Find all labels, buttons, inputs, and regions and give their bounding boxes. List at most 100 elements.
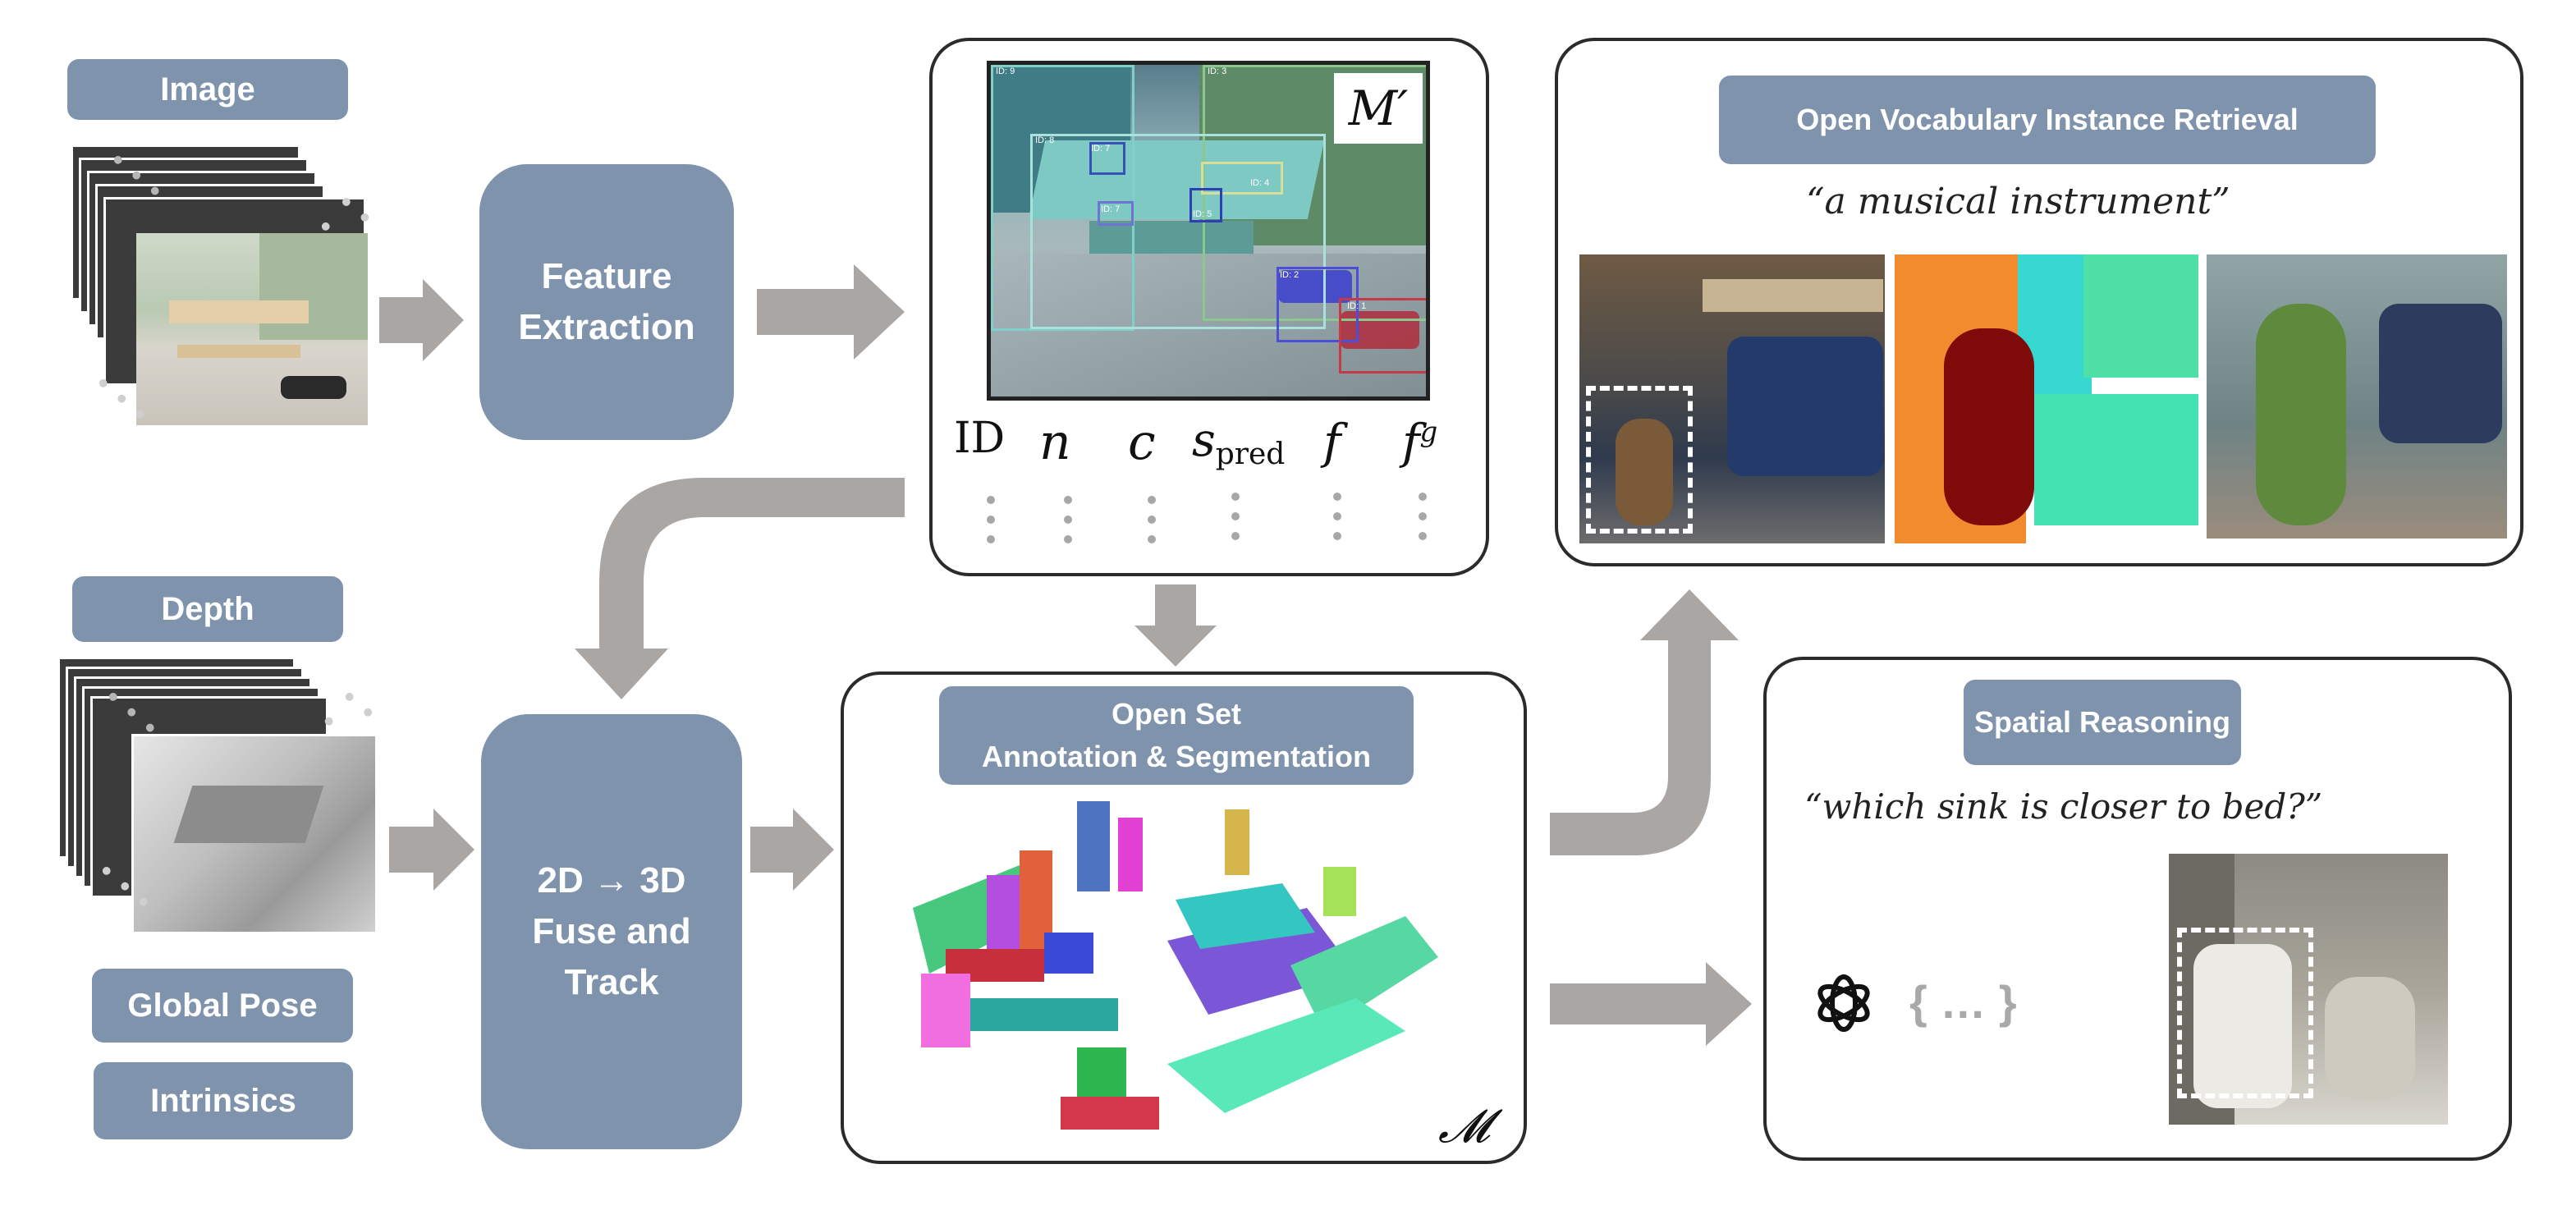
col-id-dots <box>987 496 995 543</box>
seg-block-9 <box>1323 867 1356 916</box>
depth-label: Depth <box>72 576 343 642</box>
scene-table-shelf <box>1089 221 1254 254</box>
detection-panel: ID: 9 ID: 3 ID: 8 ID: 7 ID: 4 ID: 7 ID: … <box>929 38 1489 576</box>
bbox-2 <box>1277 267 1359 342</box>
bbox-id-3: ID: 3 <box>1208 66 1227 76</box>
arrow-depth-to-fuse <box>389 809 474 891</box>
col-id: ID <box>954 414 1006 463</box>
feature-extraction-label: Feature Extraction <box>518 256 695 347</box>
rgb-shoes <box>281 376 346 399</box>
bbox-1 <box>1339 298 1426 374</box>
bbox-id-9: ID: 9 <box>996 66 1015 76</box>
seg-block-3 <box>1118 818 1143 891</box>
retrieval-title: Open Vocabulary Instance Retrieval <box>1719 76 2376 164</box>
retrieval-rgb-image <box>1579 254 1885 543</box>
col-f: f <box>1323 414 1341 470</box>
seg2-mint <box>2034 394 2198 525</box>
m-symbol: 𝓜 <box>1438 1100 1490 1153</box>
col-fg-superscript: g <box>1419 415 1438 449</box>
feature-extraction-block: Feature Extraction <box>479 164 734 440</box>
arrow-detections-to-fuse <box>575 478 905 699</box>
seg-block-7 <box>1077 1047 1126 1105</box>
rgb-chair <box>1727 337 1883 476</box>
segmentation-title-line1: Open Set <box>1111 697 1242 731</box>
bbox-id-2: ID: 2 <box>1280 270 1299 280</box>
seg2-green <box>2083 254 2198 378</box>
col-n: n <box>1039 414 1071 471</box>
bbox-7b <box>1098 201 1134 226</box>
intrinsics-label: Intrinsics <box>94 1062 353 1139</box>
col-f-dots <box>1333 493 1341 540</box>
col-fg-symbol: f <box>1402 414 1420 470</box>
bbox-id-7a: ID: 7 <box>1091 144 1111 154</box>
answer-dashed-box <box>2177 928 2313 1098</box>
seg-block-12 <box>1044 933 1093 974</box>
depth-frame <box>131 734 378 934</box>
arrow-detections-to-seg <box>1134 584 1217 667</box>
col-fg-dots <box>1419 493 1427 540</box>
arrow-image-to-feature <box>379 279 464 361</box>
llm-logo-icon <box>1817 974 1870 1032</box>
bbox-7a <box>1089 142 1125 175</box>
fuse-track-line3: Track <box>564 962 659 1002</box>
bbox-8 <box>1030 134 1326 329</box>
retrieval-seg-image <box>1895 254 2198 543</box>
bbox-id-5: ID: 5 <box>1193 209 1212 219</box>
reasoning-braces: { … } <box>1909 976 2017 1028</box>
seg-wall-front <box>1167 998 1405 1113</box>
fuse-track-block: 2D → 3D Fuse and Track <box>481 714 742 1149</box>
retrieval-highlight-image <box>2207 254 2507 539</box>
hl-chair <box>2379 304 2502 443</box>
bbox-id-4: ID: 4 <box>1250 178 1270 188</box>
arrow-seg-to-retrieval <box>1550 589 1739 855</box>
m-prime-box: M′ <box>1334 73 1423 144</box>
rgb-shelf <box>1703 279 1883 312</box>
rgb-dashed-box <box>1586 386 1693 534</box>
detection-scene-image: ID: 9 ID: 3 ID: 8 ID: 7 ID: 4 ID: 7 ID: … <box>987 61 1430 401</box>
reasoning-title: Spatial Reasoning <box>1964 680 2241 765</box>
scene-shoe-blue <box>1278 270 1352 303</box>
global-pose-label: Global Pose <box>92 969 353 1043</box>
depth-stack: • • • • • • • • • <box>57 657 386 936</box>
depth-table-shape <box>173 786 324 843</box>
answer-sink <box>2193 944 2292 1108</box>
col-s-dots <box>1231 493 1240 540</box>
image-stack: • • • • • • • • • <box>67 144 381 432</box>
reasoning-panel: Spatial Reasoning “which sink is closer … <box>1763 657 2512 1161</box>
segmentation-title: Open Set Annotation & Segmentation <box>939 686 1414 785</box>
seg-block-11 <box>921 974 970 1047</box>
scene-shoe-red <box>1341 311 1419 349</box>
bbox-id-8: ID: 8 <box>1035 135 1055 145</box>
segmentation-panel: Open Set Annotation & Segmentation 𝓜 <box>841 671 1527 1164</box>
rgb-frame <box>136 233 368 425</box>
segmentation-title-line2: Annotation & Segmentation <box>982 740 1371 773</box>
rgb-table-top <box>169 300 309 323</box>
image-label: Image <box>67 59 348 120</box>
bbox-5 <box>1189 188 1222 222</box>
fuse-track-line2: Fuse and <box>532 911 691 951</box>
arrow-fuse-to-seg <box>750 809 834 891</box>
bbox-id-7b: ID: 7 <box>1101 204 1121 214</box>
retrieval-panel: Open Vocabulary Instance Retrieval “a mu… <box>1555 38 2523 566</box>
arrow-feature-to-detections <box>757 264 905 360</box>
seg-block-8 <box>1061 1097 1159 1130</box>
seg-block-4 <box>987 875 1020 949</box>
seg-block-2 <box>1077 801 1110 891</box>
segmentation-pointcloud <box>913 801 1455 1130</box>
col-s-pred: spred <box>1192 414 1285 471</box>
col-n-dots <box>1064 496 1072 543</box>
hl-guitar <box>2256 304 2346 525</box>
arrow-seg-to-reasoning <box>1550 962 1752 1046</box>
answer-toilet <box>2325 977 2415 1100</box>
col-c-dots <box>1148 496 1156 543</box>
m-prime-symbol: M′ <box>1348 80 1409 136</box>
seg2-guitar <box>1944 328 2034 525</box>
bbox-4 <box>1201 162 1283 195</box>
fuse-track-line1: 2D → 3D <box>537 860 686 901</box>
seg-block-6 <box>970 998 1118 1031</box>
seg-block-10 <box>1225 809 1249 875</box>
retrieval-query: “a musical instrument” <box>1806 181 2230 222</box>
rgb-guitar <box>1616 419 1673 525</box>
seg-floor <box>921 842 1455 1130</box>
col-f-g: fg <box>1402 414 1437 470</box>
